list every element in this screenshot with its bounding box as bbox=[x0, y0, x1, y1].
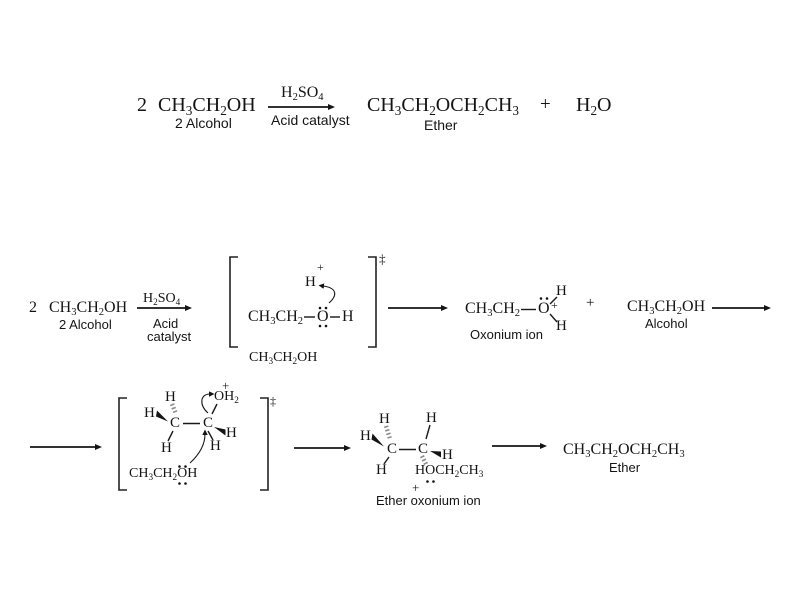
ts2-carbon-right: C bbox=[203, 415, 214, 431]
ts2-brackets bbox=[118, 397, 269, 491]
step1-alcohol-label: 2 Alcohol bbox=[59, 317, 112, 332]
oxonium-oxygen-atom: O bbox=[538, 300, 550, 317]
step1-catalyst-label-line1: Acid bbox=[153, 316, 179, 331]
ts2-h-bottom-left: H bbox=[161, 440, 172, 456]
ts2-h-left: H bbox=[144, 405, 155, 421]
ts1-brackets bbox=[229, 256, 377, 348]
ts2-attacker-formula: CH3CH2OH bbox=[129, 466, 198, 482]
overall-ether-label: Ether bbox=[424, 117, 458, 133]
ether-oxonium-oxy-group: HOCH2CH3 bbox=[415, 463, 484, 479]
overall-ether-formula: CH3CH2OCH2CH3 bbox=[367, 94, 519, 118]
ether-oxonium-charge: + bbox=[412, 480, 420, 495]
ts2-double-dagger: ‡ bbox=[270, 394, 276, 408]
ts2-h-top-left: H bbox=[165, 389, 176, 405]
ether-oxonium-h-left: H bbox=[360, 428, 371, 444]
overall-alcohol-formula: CH3CH2OH bbox=[158, 94, 256, 118]
ts2-leaving-group-charge: + bbox=[222, 378, 230, 393]
ts1-proton: H bbox=[305, 274, 316, 290]
step1-catalyst-label-line2: catalyst bbox=[147, 329, 192, 344]
ether-oxonium-lone-pair bbox=[426, 480, 435, 483]
oxonium-h-bottom: H bbox=[556, 318, 567, 334]
overall-catalyst-label: Acid catalyst bbox=[271, 112, 350, 128]
ts2-nucleophile-attack-arrow bbox=[189, 429, 208, 464]
step1-catalyst-formula: H2SO4 bbox=[143, 291, 181, 307]
oxonium-h-top: H bbox=[556, 283, 567, 299]
ts2-leaving-group: OH2 bbox=[214, 389, 239, 405]
ether-oxonium-bonds bbox=[371, 424, 441, 467]
ether-oxonium-h-bottom-left: H bbox=[376, 462, 387, 478]
ether-oxonium-h-top-right: H bbox=[426, 410, 437, 426]
step2-product-label: Ether bbox=[609, 460, 641, 475]
ts2-leaving-group-arrow bbox=[201, 391, 215, 414]
ts2-h-bottom-right: H bbox=[210, 438, 221, 454]
step1-coefficient: 2 bbox=[29, 299, 37, 316]
overall-catalyst-formula: H2SO4 bbox=[281, 84, 324, 103]
overall-alcohol-label: 2 Alcohol bbox=[175, 115, 232, 131]
ether-oxonium-label: Ether oxonium ion bbox=[376, 493, 481, 508]
ether-oxonium-h-top-left: H bbox=[379, 411, 390, 427]
ts1-proton-transfer-arrow bbox=[318, 283, 336, 304]
overall-coefficient: 2 bbox=[137, 94, 147, 116]
oxonium-label: Oxonium ion bbox=[470, 327, 543, 342]
step2-product-formula: CH3CH2OCH2CH3 bbox=[563, 441, 685, 460]
overall-plus-sign: + bbox=[540, 94, 551, 115]
ts1-proton-charge: + bbox=[317, 260, 324, 274]
ts1-lone-pairs bbox=[318, 306, 328, 328]
ts2-bonds bbox=[156, 403, 226, 442]
ts2-lone-pairs bbox=[178, 465, 187, 485]
step1-alcohol-formula: CH3CH2OH bbox=[49, 299, 128, 318]
step1-nucleophile-formula: CH3CH2OH bbox=[627, 298, 706, 317]
ether-oxonium-h-right: H bbox=[442, 447, 453, 463]
oxonium-ethyl-group: CH3CH2 bbox=[465, 300, 521, 319]
ts1-hydroxyl-hydrogen: H bbox=[342, 308, 354, 325]
ts1-double-dagger: ‡ bbox=[379, 251, 386, 266]
ts2-h-right: H bbox=[226, 425, 237, 441]
step1-plus-sign: + bbox=[586, 295, 595, 311]
ts1-spectator-formula: CH3CH2OH bbox=[249, 350, 318, 366]
ether-oxonium-carbon-left: C bbox=[387, 441, 398, 457]
oxonium-lone-pair bbox=[539, 297, 549, 300]
ts1-ethyl-group: CH3CH2 bbox=[248, 308, 304, 327]
oxonium-charge: + bbox=[551, 298, 558, 312]
ts1-oxygen-atom: O bbox=[317, 308, 329, 325]
ts2-carbon-left: C bbox=[170, 415, 181, 431]
ether-oxonium-carbon-right: C bbox=[418, 441, 429, 457]
step1-nucleophile-label: Alcohol bbox=[645, 316, 688, 331]
oxonium-bonds bbox=[521, 296, 558, 323]
overall-water-formula: H2O bbox=[576, 94, 612, 118]
